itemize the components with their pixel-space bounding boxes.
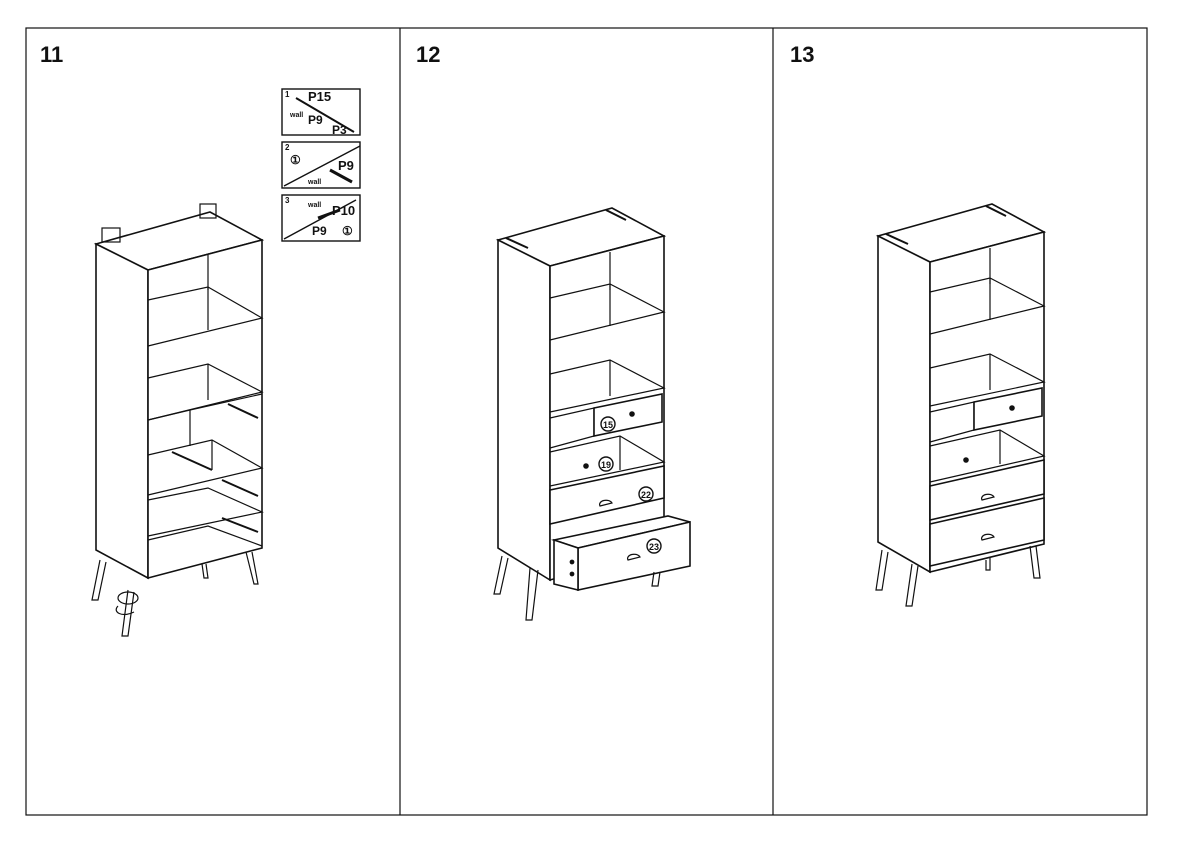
step-12-illustration: 15 19 22 23 (493, 207, 691, 621)
detail-box-2-label-circled: ① (290, 153, 301, 167)
detail-box-3-bracket (317, 208, 341, 220)
detail-box-2-wall-line (283, 145, 361, 187)
detail-box-2-bracket (329, 168, 353, 184)
detail-box-1-label-wall: wall (289, 112, 303, 119)
detail-box-1-screw (295, 97, 355, 133)
detail-box-1: 1 P15 wall P9 P3 (281, 88, 361, 137)
detail-box-3-label-p10: P10 (332, 203, 355, 218)
callout-22: 22 (638, 486, 654, 502)
detail-box-3: 3 wall P10 P9 ① (281, 194, 361, 242)
detail-box-1-index: 1 (285, 90, 290, 99)
cabinet-13 (875, 203, 1047, 607)
detail-box-1-label-p9: P9 (308, 113, 323, 127)
detail-box-2-label-p9: P9 (338, 158, 354, 173)
detail-box-1-label-p15: P15 (308, 89, 331, 104)
callout-19-label: 19 (601, 460, 611, 470)
detail-box-2: 2 ① P9 wall (281, 141, 361, 189)
detail-box-2-label-wall: wall (307, 179, 321, 186)
detail-box-3-wall-line (283, 199, 357, 240)
callout-23: 23 (646, 538, 662, 554)
detail-box-1-label-p3: P3 (332, 123, 347, 137)
detail-box-3-label-circled: ① (342, 224, 353, 238)
step-number-12: 12 (416, 42, 440, 67)
callout-23-label: 23 (649, 542, 659, 552)
outer-border (25, 27, 1148, 816)
detail-box-3-label-wall: wall (307, 202, 321, 209)
detail-box-3-index: 3 (285, 196, 290, 205)
callout-22-label: 22 (641, 490, 651, 500)
cabinet-12 (493, 207, 691, 621)
callout-15: 15 (600, 416, 616, 432)
step-11-illustration: 1 P15 wall P9 P3 2 ① P9 wall 3 wall P10 … (91, 88, 361, 637)
cabinet-11 (91, 203, 265, 637)
step-number-11: 11 (40, 42, 63, 67)
step-13-illustration (875, 203, 1047, 607)
callout-15-label: 15 (603, 420, 613, 430)
callout-19: 19 (598, 456, 614, 472)
detail-box-2-index: 2 (285, 143, 290, 152)
detail-box-3-label-p9: P9 (312, 224, 327, 238)
step-number-13: 13 (790, 42, 814, 67)
